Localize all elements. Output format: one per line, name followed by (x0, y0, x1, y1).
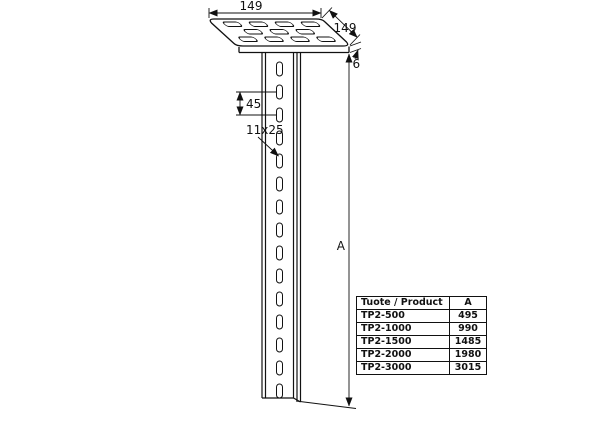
table-row: TP2-1000 990 (356, 322, 487, 336)
dim-slot-spacing: 45 (236, 91, 277, 116)
dim-plate-depth: 149 (321, 7, 361, 46)
dim-slot-spacing-label: 45 (246, 97, 261, 111)
extension-line (295, 400, 357, 409)
dim-plate-width-label: 149 (240, 0, 263, 13)
value-cell: 495 (449, 309, 487, 323)
header-product: Tuote / Product (356, 296, 450, 310)
dimension-line (328, 10, 358, 38)
dim-plate-thickness: 6 (349, 41, 362, 71)
leader-line (351, 49, 359, 60)
extension-line (349, 34, 361, 46)
header-value: A (449, 296, 487, 310)
extension-line (321, 7, 333, 19)
table-row: TP2-2000 1980 (356, 348, 487, 362)
value-cell: 990 (449, 322, 487, 336)
value-cell: 1980 (449, 348, 487, 362)
dim-height-a-label: A (337, 239, 346, 253)
plate-slots (222, 21, 336, 42)
top-plate (209, 18, 350, 54)
dim-plate-width: 149 (208, 0, 322, 18)
extension-line (349, 41, 362, 47)
dim-slot-size-label: 11x25 (246, 123, 284, 137)
product-cell: TP2-2000 (356, 348, 450, 362)
dim-plate-thickness-label: 6 (353, 57, 361, 71)
plate-front-edge (238, 46, 350, 54)
value-cell: 1485 (449, 335, 487, 349)
dim-plate-depth-label: 149 (334, 21, 357, 35)
product-cell: TP2-3000 (356, 361, 450, 375)
column (261, 53, 302, 403)
column-slots (276, 61, 283, 399)
table-row: TP2-1500 1485 (356, 335, 487, 349)
product-table-grid: Tuote / Product A TP2-500 495 TP2-1000 9… (356, 296, 487, 375)
extension-line (349, 48, 362, 53)
product-cell: TP2-1500 (356, 335, 450, 349)
leader-line (257, 136, 279, 157)
dim-slot-size: 11x25 (246, 123, 284, 157)
dim-height-a: A (295, 53, 357, 409)
product-table: Tuote / Product A TP2-500 495 TP2-1000 9… (356, 296, 487, 375)
table-row: TP2-3000 3015 (356, 361, 487, 375)
product-cell: TP2-500 (356, 309, 450, 323)
table-header-row: Tuote / Product A (356, 296, 487, 310)
value-cell: 3015 (449, 361, 487, 375)
product-cell: TP2-1000 (356, 322, 450, 336)
table-row: TP2-500 495 (356, 309, 487, 323)
